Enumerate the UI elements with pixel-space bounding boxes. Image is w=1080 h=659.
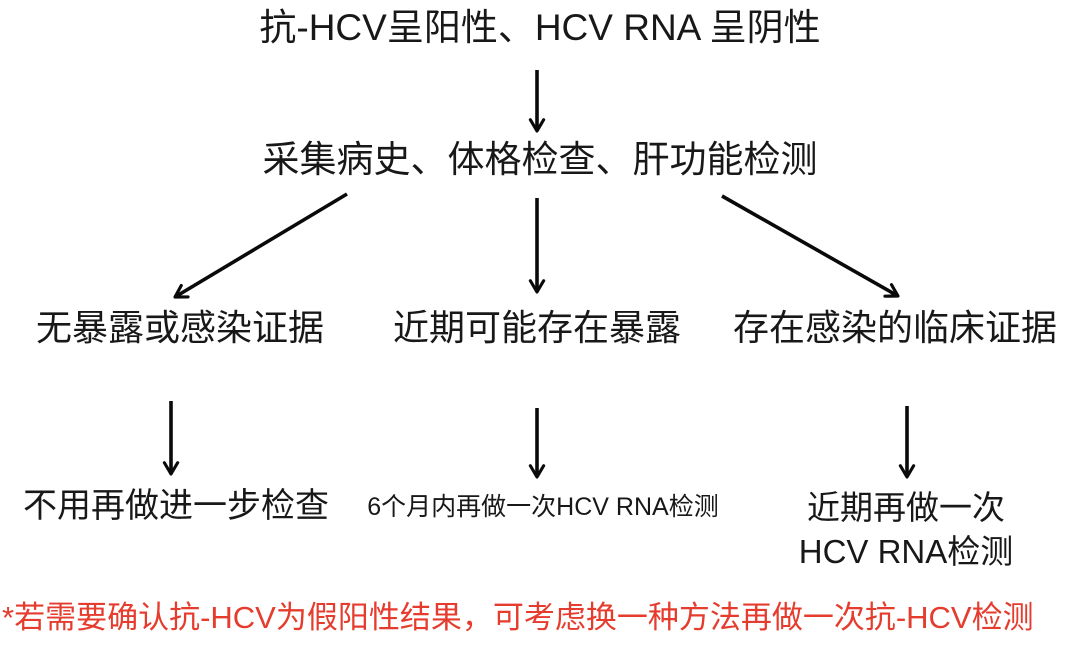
condition-recent-exposure: 近期可能存在暴露 bbox=[392, 307, 681, 348]
action-retest-within-6-months: 6个月内再做一次HCV RNA检测 bbox=[367, 493, 719, 521]
arrow-to-right-condition bbox=[721, 194, 900, 298]
false-positive-footnote: *若需要确认抗-HCV为假阳性结果，可考虑换一种方法再做一次抗-HCV检测 bbox=[2, 600, 1034, 635]
action-no-further-testing: 不用再做进一步检查 bbox=[23, 487, 329, 525]
assessment-step: 采集病史、体格检查、肝功能检测 bbox=[262, 139, 818, 180]
action-retest-soon-line1: 近期再做一次 bbox=[807, 489, 1005, 526]
arrow-to-left-condition bbox=[173, 192, 348, 299]
action-retest-soon-line2: HCV RNA检测 bbox=[798, 532, 1014, 570]
action-retest-soon: 近期再做一次 HCV RNA检测 bbox=[745, 486, 1067, 573]
condition-clinical-evidence: 存在感染的临床证据 bbox=[732, 307, 1057, 348]
condition-no-exposure: 无暴露或感染证据 bbox=[35, 307, 324, 348]
flowchart-title: 抗-HCV呈阳性、HCV RNA 呈阴性 bbox=[259, 7, 821, 48]
